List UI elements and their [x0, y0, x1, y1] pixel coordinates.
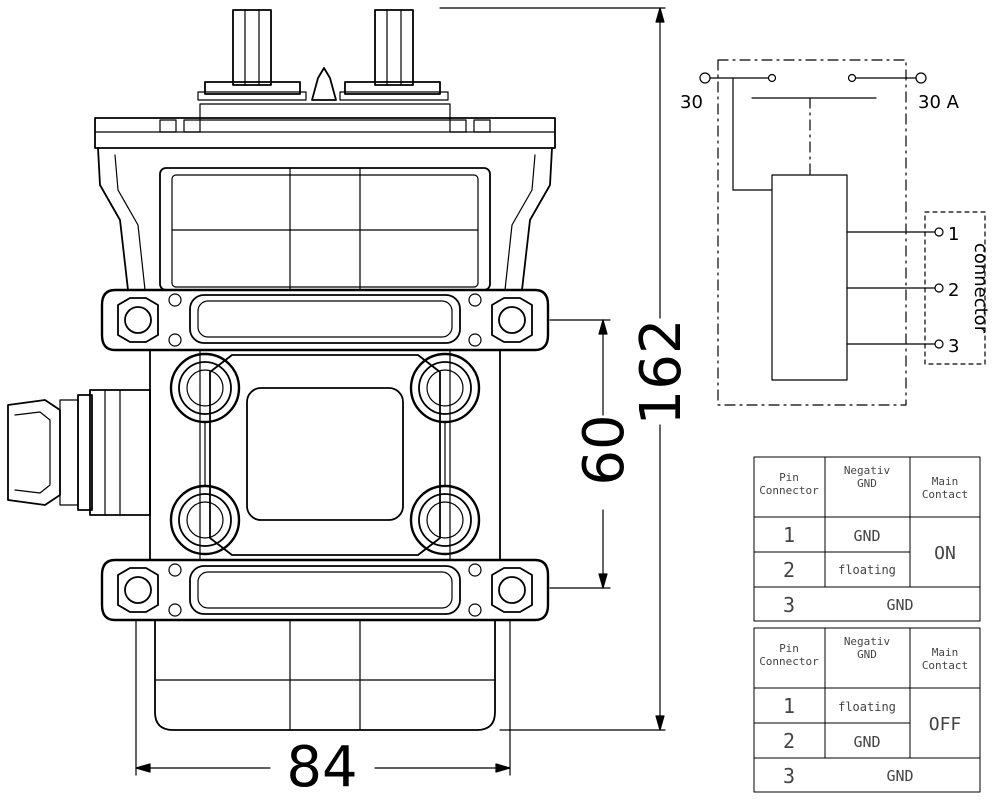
header-neg-line2: GND — [857, 648, 877, 661]
table-cell-neg: GND — [853, 733, 880, 751]
table-cell-pin: 3 — [783, 764, 795, 788]
center-plate — [246, 387, 404, 521]
truth-table-off: Pin Connector Negativ GND Main Contact 1… — [753, 627, 981, 793]
lower-flange — [100, 558, 550, 622]
terminal-stud-left — [197, 9, 307, 101]
upper-flange — [100, 288, 550, 352]
terminal-30-label: 30 — [680, 92, 703, 113]
relay-coil-box — [771, 174, 848, 381]
header-main-line2: Contact — [922, 659, 968, 672]
table-cell-pin: 1 — [783, 523, 795, 547]
table-cell-neg: GND — [886, 596, 913, 614]
table-cell-pin: 1 — [783, 694, 795, 718]
header-main-line1: Main — [932, 475, 959, 488]
header-main-line1: Main — [932, 646, 959, 659]
header-main-line2: Contact — [922, 488, 968, 501]
connector-pin-1: 1 — [948, 224, 959, 245]
table-cell-neg: GND — [886, 767, 913, 785]
header-pin-line1: Pin — [779, 642, 799, 655]
dimension-width: 84 — [286, 735, 357, 800]
dimension-height-mount: 60 — [572, 414, 637, 485]
header-pin-line1: Pin — [779, 471, 799, 484]
table-cell-neg: GND — [853, 527, 880, 545]
dimension-height-total: 162 — [629, 319, 694, 426]
center-fin — [311, 67, 337, 101]
terminal-30a-label: 30 A — [918, 92, 960, 113]
header-pin-line2: Connector — [759, 655, 819, 668]
connector-pin-3: 3 — [948, 336, 959, 357]
top-cap — [94, 117, 556, 149]
table-cell-pin: 2 — [783, 558, 795, 582]
terminal-stud-right — [339, 9, 449, 101]
main-contact-state: OFF — [929, 714, 962, 735]
header-neg-line1: Negativ — [844, 464, 891, 477]
dimension-lines — [135, 7, 666, 776]
table-cell-pin: 2 — [783, 729, 795, 753]
header-pin-line2: Connector — [759, 484, 819, 497]
table-cell-pin: 3 — [783, 593, 795, 617]
truth-table-on: Pin Connector Negativ GND Main Contact 1… — [753, 456, 981, 622]
side-connector — [7, 389, 151, 516]
relay-body — [7, 9, 556, 731]
connector-pin-2: 2 — [948, 280, 959, 301]
wiring-schematic — [699, 59, 986, 406]
bottom-cup — [154, 619, 496, 731]
main-contact-state: ON — [934, 543, 956, 564]
mounting-bosses — [169, 352, 481, 556]
header-neg-line2: GND — [857, 477, 877, 490]
table-cell-neg: floating — [838, 700, 896, 714]
table-cell-neg: floating — [838, 563, 896, 577]
connector-label: connector — [970, 243, 991, 334]
header-neg-line1: Negativ — [844, 635, 891, 648]
